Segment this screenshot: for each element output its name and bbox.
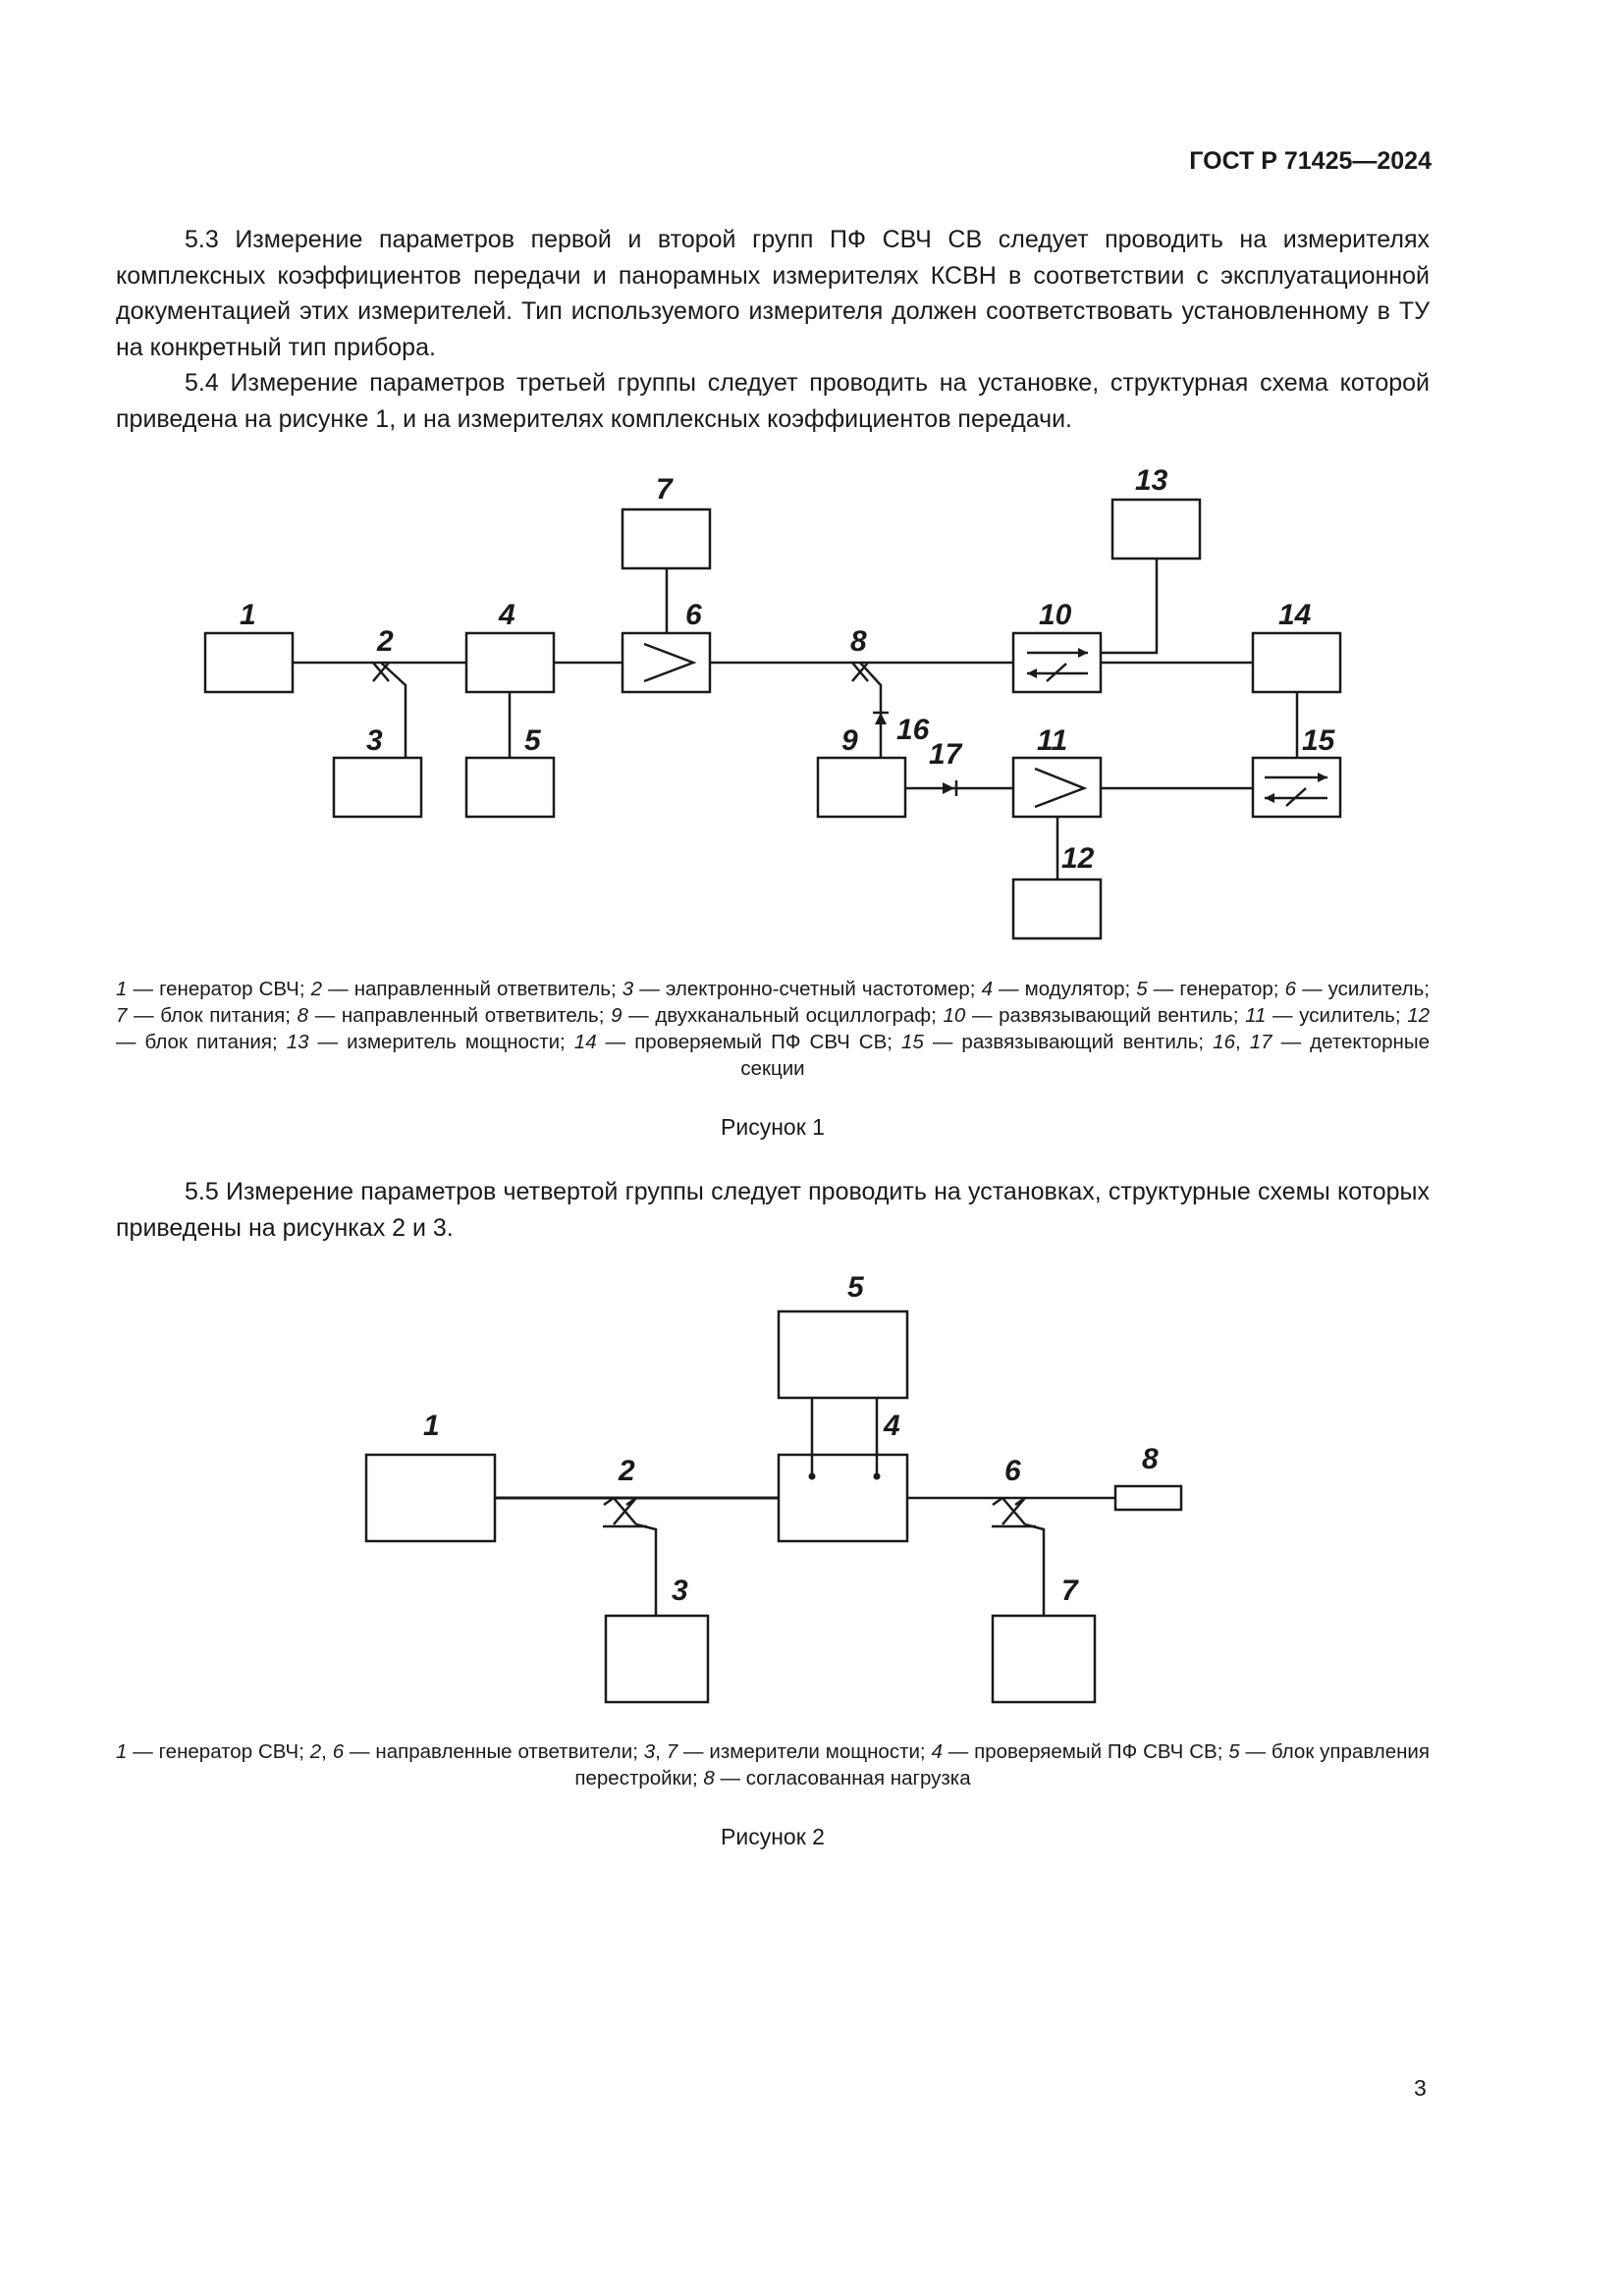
fig1-block-5 <box>464 756 556 819</box>
legend-item: 16, <box>1213 1031 1250 1053</box>
fig2-label-5: 5 <box>847 1271 865 1304</box>
fig1-block-11 <box>1011 756 1103 819</box>
fig1-block-3 <box>332 756 423 819</box>
paragraph-5-3: 5.3 Измерение параметров первой и второй… <box>116 226 1430 361</box>
legend-item: 6 — усилитель; <box>1284 978 1431 1000</box>
fig2-label-8: 8 <box>1142 1443 1159 1475</box>
legend-item: 15 — развязывающий вентиль; <box>901 1031 1214 1053</box>
legend-item: 14 — проверяемый ПФ СВЧ СВ; <box>573 1031 902 1053</box>
legend-item: 4 — модулятор; <box>981 978 1137 1000</box>
fig1-block-9 <box>816 756 907 819</box>
fig1-label-10: 10 <box>1039 599 1072 631</box>
fig1-label-1: 1 <box>240 599 256 631</box>
fig2-block-5 <box>777 1309 909 1400</box>
legend-item: 12 — блок питания; <box>116 1004 1431 1053</box>
legend-item: 2, <box>309 1740 333 1763</box>
fig2-label-3: 3 <box>672 1575 688 1607</box>
legend-item: 2 — направленный ответвитель; <box>310 978 623 1000</box>
fig1-label-5: 5 <box>524 724 542 757</box>
fig1-label-7: 7 <box>656 473 674 506</box>
fig1-block-4 <box>464 631 556 694</box>
fig1-label-17: 17 <box>929 738 963 771</box>
figure-2-caption: Рисунок 2 <box>721 1824 825 1849</box>
figure-1-diagram: 1 2 3 4 5 6 7 8 9 10 11 12 13 14 15 16 1… <box>203 464 1342 940</box>
paragraph-5-5: 5.5 Измерение параметров четвертой групп… <box>116 1178 1430 1242</box>
fig1-label-9: 9 <box>841 724 858 757</box>
legend-item: 5 — генератор; <box>1136 978 1285 1000</box>
legend-item: 13 — измеритель мощности; <box>286 1031 574 1053</box>
legend-item: 17 — детекторные секции <box>740 1031 1430 1080</box>
legend-item: 8 — направленный ответвитель; <box>297 1004 612 1027</box>
legend-item: 3 — электронно-счетный частотомер; <box>622 978 982 1000</box>
fig1-block-13 <box>1110 498 1202 561</box>
fig2-label-7: 7 <box>1061 1575 1079 1607</box>
fig1-label-14: 14 <box>1278 599 1312 631</box>
fig1-label-16: 16 <box>896 714 930 746</box>
legend-item: 8 — согласованная нагрузка <box>703 1767 971 1789</box>
fig1-label-13: 13 <box>1135 464 1168 497</box>
fig1-block-1 <box>203 631 295 694</box>
fig1-block-15 <box>1251 756 1342 819</box>
fig1-label-11: 11 <box>1037 724 1067 757</box>
legend-item: 11 — усилитель; <box>1245 1004 1408 1027</box>
fig2-block-8 <box>1113 1484 1183 1512</box>
figure-1-caption: Рисунок 1 <box>721 1114 825 1140</box>
fig1-block-7 <box>621 507 712 570</box>
fig1-label-2: 2 <box>376 625 394 658</box>
legend-item: 6 — направленные ответвители; <box>332 1740 644 1763</box>
legend-item: 9 — двухканальный осциллограф; <box>611 1004 944 1027</box>
figure-2-diagram: 1 2 3 4 5 6 7 8 <box>364 1271 1183 1704</box>
legend-item: 1 — генератор СВЧ; <box>116 1740 310 1763</box>
legend-item: 5 — блок управления перестройки; <box>574 1740 1430 1789</box>
fig2-block-3 <box>604 1614 710 1704</box>
fig1-block-12 <box>1011 878 1103 940</box>
fig2-block-1 <box>364 1453 497 1543</box>
legend-item: 7 — измерители мощности; <box>666 1740 932 1763</box>
legend-item: 3, <box>643 1740 667 1763</box>
figure-1-legend: 1 — генератор СВЧ; 2 — направленный отве… <box>116 976 1430 1082</box>
fig1-block-14 <box>1251 631 1342 694</box>
fig2-label-4: 4 <box>883 1410 900 1442</box>
legend-item: 10 — развязывающий вентиль; <box>943 1004 1246 1027</box>
fig2-label-6: 6 <box>1004 1455 1021 1487</box>
fig1-label-12: 12 <box>1061 842 1095 875</box>
fig2-block-7 <box>991 1614 1097 1704</box>
legend-item: 4 — проверяемый ПФ СВЧ СВ; <box>931 1740 1229 1763</box>
document-number: ГОСТ Р 71425—2024 <box>1189 147 1432 175</box>
legend-item: 1 — генератор СВЧ; <box>116 978 311 1000</box>
fig2-label-2: 2 <box>618 1455 635 1487</box>
fig1-label-15: 15 <box>1302 724 1336 757</box>
page-number: 3 <box>1414 2075 1427 2101</box>
fig1-block-10 <box>1011 631 1103 694</box>
fig1-label-4: 4 <box>498 599 515 631</box>
fig1-label-6: 6 <box>685 599 702 631</box>
paragraph-5-4: 5.4 Измерение параметров третьей группы … <box>116 369 1430 433</box>
fig2-label-1: 1 <box>423 1410 440 1442</box>
fig1-label-8: 8 <box>850 625 867 658</box>
fig2-block-4 <box>777 1453 909 1543</box>
fig1-block-6 <box>621 631 712 694</box>
fig1-label-3: 3 <box>366 724 383 757</box>
figure-2-legend: 1 — генератор СВЧ; 2, 6 — направленные о… <box>116 1738 1430 1791</box>
legend-item: 7 — блок питания; <box>116 1004 298 1027</box>
